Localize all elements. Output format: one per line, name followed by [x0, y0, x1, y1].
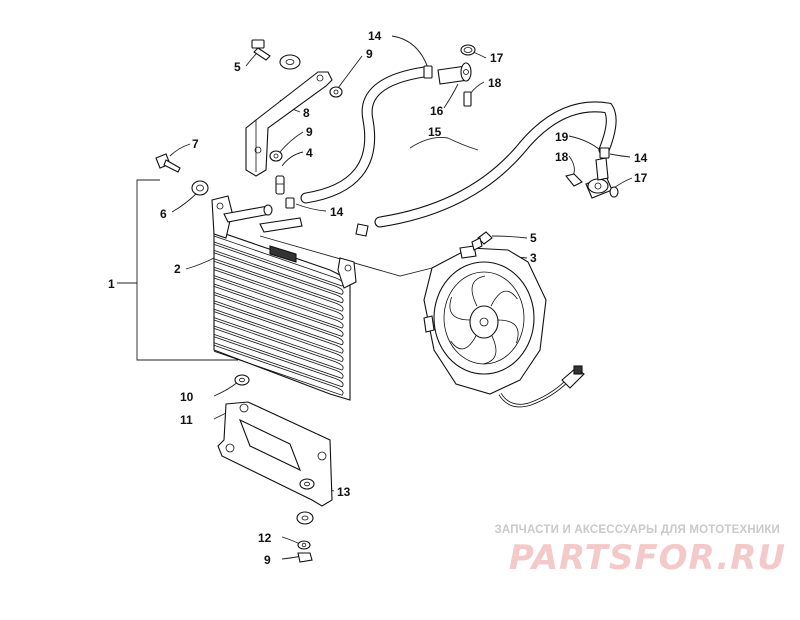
washer-10 — [234, 374, 250, 386]
grommet-6 — [191, 180, 209, 196]
callout-7: 7 — [192, 137, 199, 151]
callout-18b: 18 — [555, 150, 569, 164]
cooler-fin — [213, 302, 344, 354]
fan-blade — [490, 290, 518, 307]
hose-clamp-mid — [285, 197, 295, 209]
nut-top — [329, 86, 343, 98]
cooler-fin — [213, 336, 344, 388]
nut-mid — [269, 150, 283, 162]
cooler-fin — [213, 311, 344, 363]
callout-5a: 5 — [234, 60, 241, 74]
hose-upper — [300, 66, 430, 204]
callout-6: 6 — [160, 207, 167, 221]
fan-blade — [482, 333, 497, 365]
callout-14b: 14 — [330, 205, 344, 219]
callout-15: 15 — [428, 125, 442, 139]
grommet-13 — [299, 478, 315, 490]
cooler-fin — [213, 328, 344, 379]
cooler-fin — [213, 260, 344, 312]
bolt-18-top — [463, 91, 472, 107]
bolt-7 — [155, 153, 181, 173]
oil-cooler — [211, 195, 357, 401]
callout-3: 3 — [530, 251, 537, 265]
top-fitting — [437, 62, 472, 85]
upper-mount-bracket — [245, 71, 333, 177]
top-bolt — [251, 39, 271, 61]
callout-17b: 17 — [634, 171, 648, 185]
cooler-fin — [213, 294, 344, 346]
oring-right — [609, 186, 619, 198]
oring-top — [460, 44, 476, 56]
washer-12 — [297, 540, 311, 550]
callout-9b: 9 — [306, 125, 313, 139]
bolt-18-right — [565, 173, 583, 187]
cooler-fin — [213, 252, 344, 304]
watermark-logo: PARTSFOR.RU — [508, 538, 786, 578]
right-fitting — [585, 157, 613, 199]
cooler-fin — [213, 269, 344, 321]
spacer — [296, 511, 314, 525]
cooler-fin — [213, 244, 344, 295]
lower-bracket — [217, 401, 333, 507]
clip-4 — [275, 175, 285, 195]
fan-blade — [450, 333, 478, 350]
fan-blade — [471, 275, 486, 307]
callout-9c: 9 — [264, 553, 271, 567]
callout-19: 19 — [555, 130, 569, 144]
callout-14c: 14 — [634, 151, 648, 165]
fan-bolt — [471, 231, 493, 251]
callout-18a: 18 — [488, 76, 502, 90]
callout-2: 2 — [174, 262, 181, 276]
callout-5b: 5 — [530, 231, 537, 245]
hose-clamp-top — [423, 65, 433, 79]
fan-blade — [449, 296, 471, 321]
callout-14a: 14 — [368, 29, 382, 43]
cooler-fin — [213, 319, 344, 371]
callout-labels: 1 2 3 4 5 5 6 7 8 9 9 9 10 11 12 13 14 1… — [108, 29, 648, 567]
hose-lower — [374, 101, 617, 228]
cooler-fin — [213, 344, 344, 396]
hose-clamp-right — [599, 147, 610, 159]
hose-end-fitting — [355, 223, 369, 237]
callout-17a: 17 — [490, 51, 504, 65]
fan-blade — [497, 319, 519, 344]
callout-1: 1 — [108, 277, 115, 291]
callout-11: 11 — [180, 413, 193, 427]
callout-4: 4 — [306, 146, 313, 160]
callout-12: 12 — [258, 531, 272, 545]
top-washer — [279, 54, 301, 70]
callout-9a: 9 — [366, 47, 373, 61]
cooler-fin — [213, 277, 344, 329]
cooler-fin — [213, 286, 344, 337]
callout-8: 8 — [303, 106, 310, 120]
nut-bottom — [297, 552, 313, 563]
callout-16: 16 — [430, 104, 444, 118]
watermark-tagline: ЗАПЧАСТИ И АКСЕССУАРЫ ДЛЯ МОТОТЕХНИКИ — [494, 524, 780, 536]
callout-10: 10 — [180, 390, 194, 404]
cooling-fan — [423, 245, 585, 408]
callout-13: 13 — [337, 485, 351, 499]
